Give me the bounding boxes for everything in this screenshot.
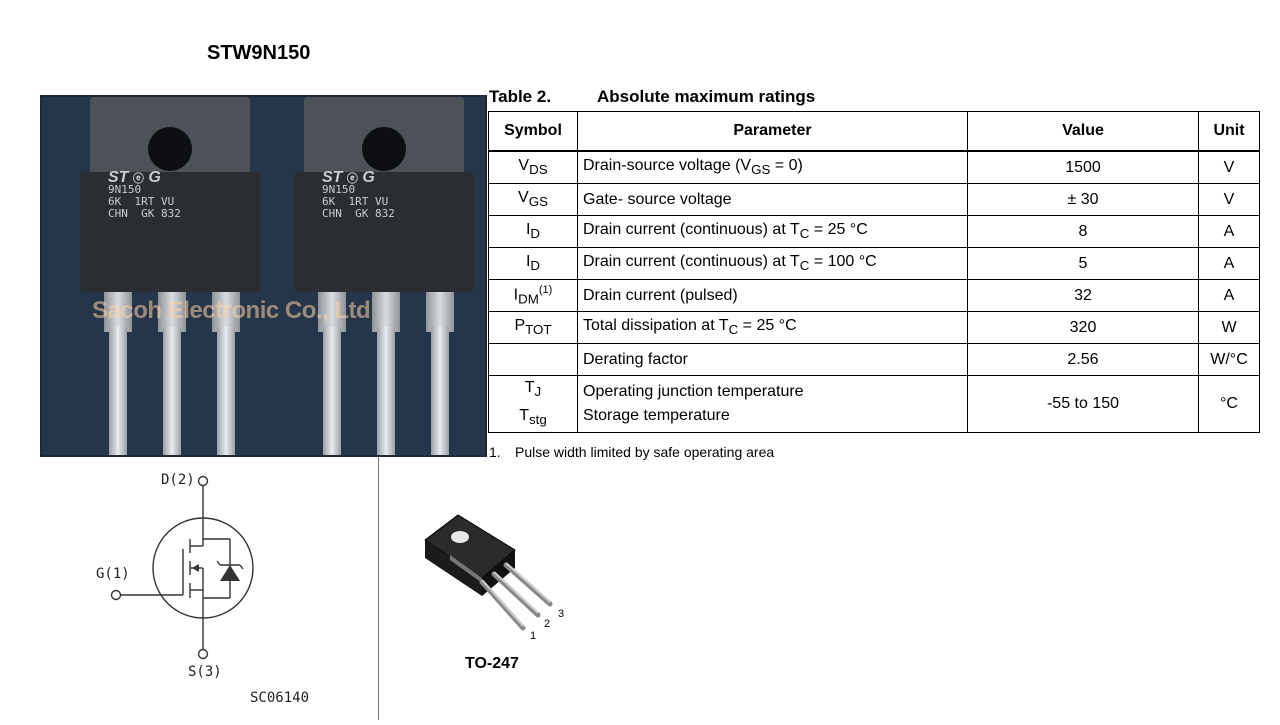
- transistor-package-right: ST ⓔ G 9N150 6K 1RT VU CHN GK 832: [284, 97, 484, 455]
- value-cell: 320: [967, 311, 1199, 344]
- parameter-cell: Total dissipation at TC = 25 °C: [577, 311, 968, 344]
- st-logo-icon: ST ⓔ G: [108, 169, 161, 186]
- transistor-package-left: ST ⓔ G 9N150 6K 1RT VU CHN GK 832: [70, 97, 270, 455]
- unit-cell: A: [1198, 247, 1260, 280]
- parameter-cell: Drain current (pulsed): [577, 279, 968, 312]
- parameter-cell: Drain current (continuous) at TC = 25 °C: [577, 215, 968, 248]
- value-cell: 5: [967, 247, 1199, 280]
- product-photo: ST ⓔ G 9N150 6K 1RT VU CHN GK 832 ST ⓔ G…: [40, 95, 487, 457]
- symbol-cell: PTOT: [488, 311, 578, 344]
- package-marking: 9N150 6K 1RT VU CHN GK 832: [322, 183, 395, 220]
- unit-cell: W/°C: [1198, 343, 1260, 376]
- value-cell: 1500: [967, 150, 1199, 184]
- unit-cell: A: [1198, 215, 1260, 248]
- symbol-cell: VDS: [488, 150, 578, 184]
- table-number: Table 2.: [489, 87, 552, 106]
- table-title: Absolute maximum ratings: [597, 87, 816, 106]
- header-parameter: Parameter: [577, 111, 968, 152]
- symbol-cell: ID: [488, 247, 578, 280]
- pin-1-label: 1: [530, 630, 536, 642]
- drain-label: D(2): [161, 472, 195, 488]
- to247-package-icon: 1 2 3: [424, 514, 564, 642]
- table-row: ID Drain current (continuous) at TC = 25…: [488, 215, 1260, 248]
- mosfet-symbol-icon: [110, 475, 254, 660]
- value-cell: ± 30: [967, 183, 1199, 216]
- table-header-row: Symbol Parameter Value Unit: [488, 111, 1260, 152]
- package-marking: 9N150 6K 1RT VU CHN GK 832: [108, 183, 181, 220]
- table-row: VDS Drain-source voltage (VGS = 0) 1500 …: [488, 150, 1260, 184]
- unit-cell: A: [1198, 279, 1260, 312]
- unit-cell: °C: [1198, 374, 1260, 434]
- pin-3-label: 3: [558, 608, 564, 620]
- parameter-cell: Drain current (continuous) at TC = 100 °…: [577, 247, 968, 280]
- value-cell: 2.56: [967, 343, 1199, 376]
- table-row: IDM(1) Drain current (pulsed) 32 A: [488, 279, 1260, 312]
- symbol-cell: ID: [488, 215, 578, 248]
- table-row: VGS Gate- source voltage ± 30 V: [488, 183, 1260, 216]
- parameter-cell: Gate- source voltage: [577, 183, 968, 216]
- mosfet-schematic: D(2) G(1) S(3) SC06140: [40, 457, 379, 720]
- header-symbol: Symbol: [488, 111, 578, 152]
- table-caption: Table 2. Absolute maximum ratings: [489, 87, 815, 107]
- symbol-cell: IDM(1): [488, 279, 578, 312]
- source-label: S(3): [188, 664, 222, 680]
- symbol-cell: [488, 343, 578, 376]
- st-logo-icon: ST ⓔ G: [322, 169, 375, 186]
- table-row: Derating factor 2.56 W/°C: [488, 343, 1260, 376]
- header-unit: Unit: [1198, 111, 1260, 152]
- unit-cell: V: [1198, 183, 1260, 216]
- value-cell: 32: [967, 279, 1199, 312]
- unit-cell: W: [1198, 311, 1260, 344]
- table-footnote: 1.Pulse width limited by safe operating …: [489, 444, 775, 460]
- table-row: ID Drain current (continuous) at TC = 10…: [488, 247, 1260, 280]
- absolute-maximum-ratings-table: Symbol Parameter Value Unit VDS Drain-so…: [488, 111, 1260, 434]
- gate-label: G(1): [96, 566, 130, 582]
- parameter-cell: Drain-source voltage (VGS = 0): [577, 150, 968, 184]
- watermark: Sacoh Electronic Co., Ltd: [92, 297, 371, 324]
- header-value: Value: [967, 111, 1199, 152]
- value-cell: 8: [967, 215, 1199, 248]
- value-cell: -55 to 150: [967, 374, 1199, 434]
- to247-package-drawing: 1 2 3: [420, 510, 580, 650]
- page-title: STW9N150: [207, 42, 311, 64]
- schematic-code: SC06140: [250, 690, 310, 706]
- symbol-cell: VGS: [488, 183, 578, 216]
- parameter-cell: Derating factor: [577, 343, 968, 376]
- table-row: PTOT Total dissipation at TC = 25 °C 320…: [488, 311, 1260, 344]
- unit-cell: V: [1198, 150, 1260, 184]
- package-label: TO-247: [465, 655, 519, 672]
- pin-2-label: 2: [544, 618, 550, 630]
